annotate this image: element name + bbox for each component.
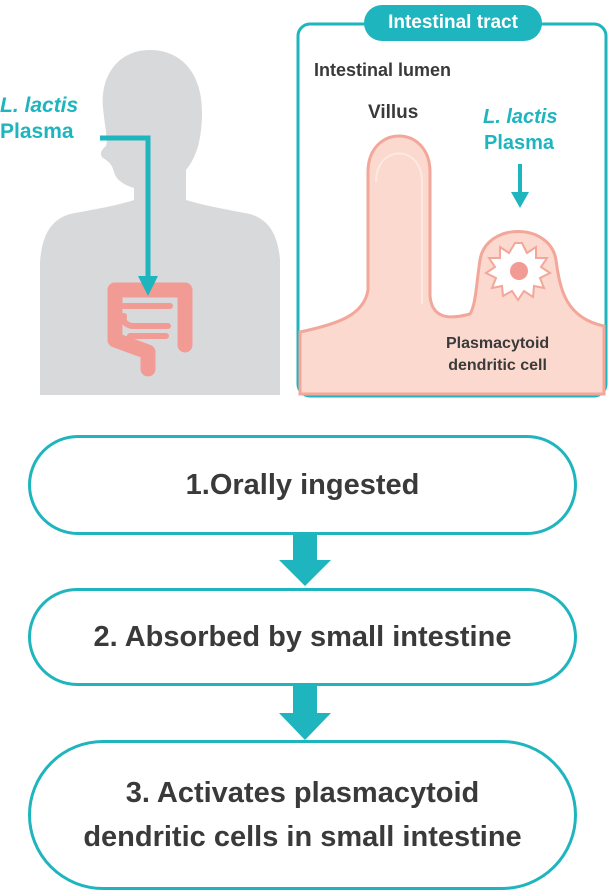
step-2-text: 2. Absorbed by small intestine: [93, 620, 512, 653]
step-3-box: 3. Activates plasmacytoid dendritic cell…: [28, 740, 577, 890]
intestinal-tract-badge: Intestinal tract: [364, 5, 542, 41]
tract-lactis-label: L. lactis: [483, 106, 558, 128]
step-1-text: 1.Orally ingested: [185, 468, 420, 501]
tract-arrow: [511, 164, 529, 208]
step-2-box: 2. Absorbed by small intestine: [28, 588, 577, 686]
step-1-box: 1.Orally ingested: [28, 435, 577, 535]
ingestion-arrow: [100, 135, 158, 296]
tract-plasma-label: Plasma: [484, 132, 555, 154]
human-silhouette: [40, 50, 280, 395]
step-arrow-2: [279, 686, 331, 740]
dendritic-cell-icon: [484, 242, 552, 302]
intestine-icon: [107, 282, 193, 378]
dendritic-cell-label-line2: dendritic cell: [448, 357, 547, 374]
dendritic-cell-label: Plasmacytoid dendritic cell: [446, 333, 549, 377]
step-arrow-1: [279, 535, 331, 586]
lumen-label: Intestinal lumen: [314, 60, 452, 80]
step-3-text-line2: dendritic cells in small intestine: [83, 821, 522, 853]
villus-label: Villus: [368, 102, 419, 123]
step-3-text-line1: 3. Activates plasmacytoid: [125, 777, 480, 809]
ingest-label-plain: Plasma: [0, 120, 74, 143]
intestinal-tissue: [298, 134, 606, 396]
ingest-label-italic: L. lactis: [0, 94, 79, 117]
villus-highlight: [375, 152, 423, 304]
dendritic-cell-label-line1: Plasmacytoid: [446, 335, 550, 352]
